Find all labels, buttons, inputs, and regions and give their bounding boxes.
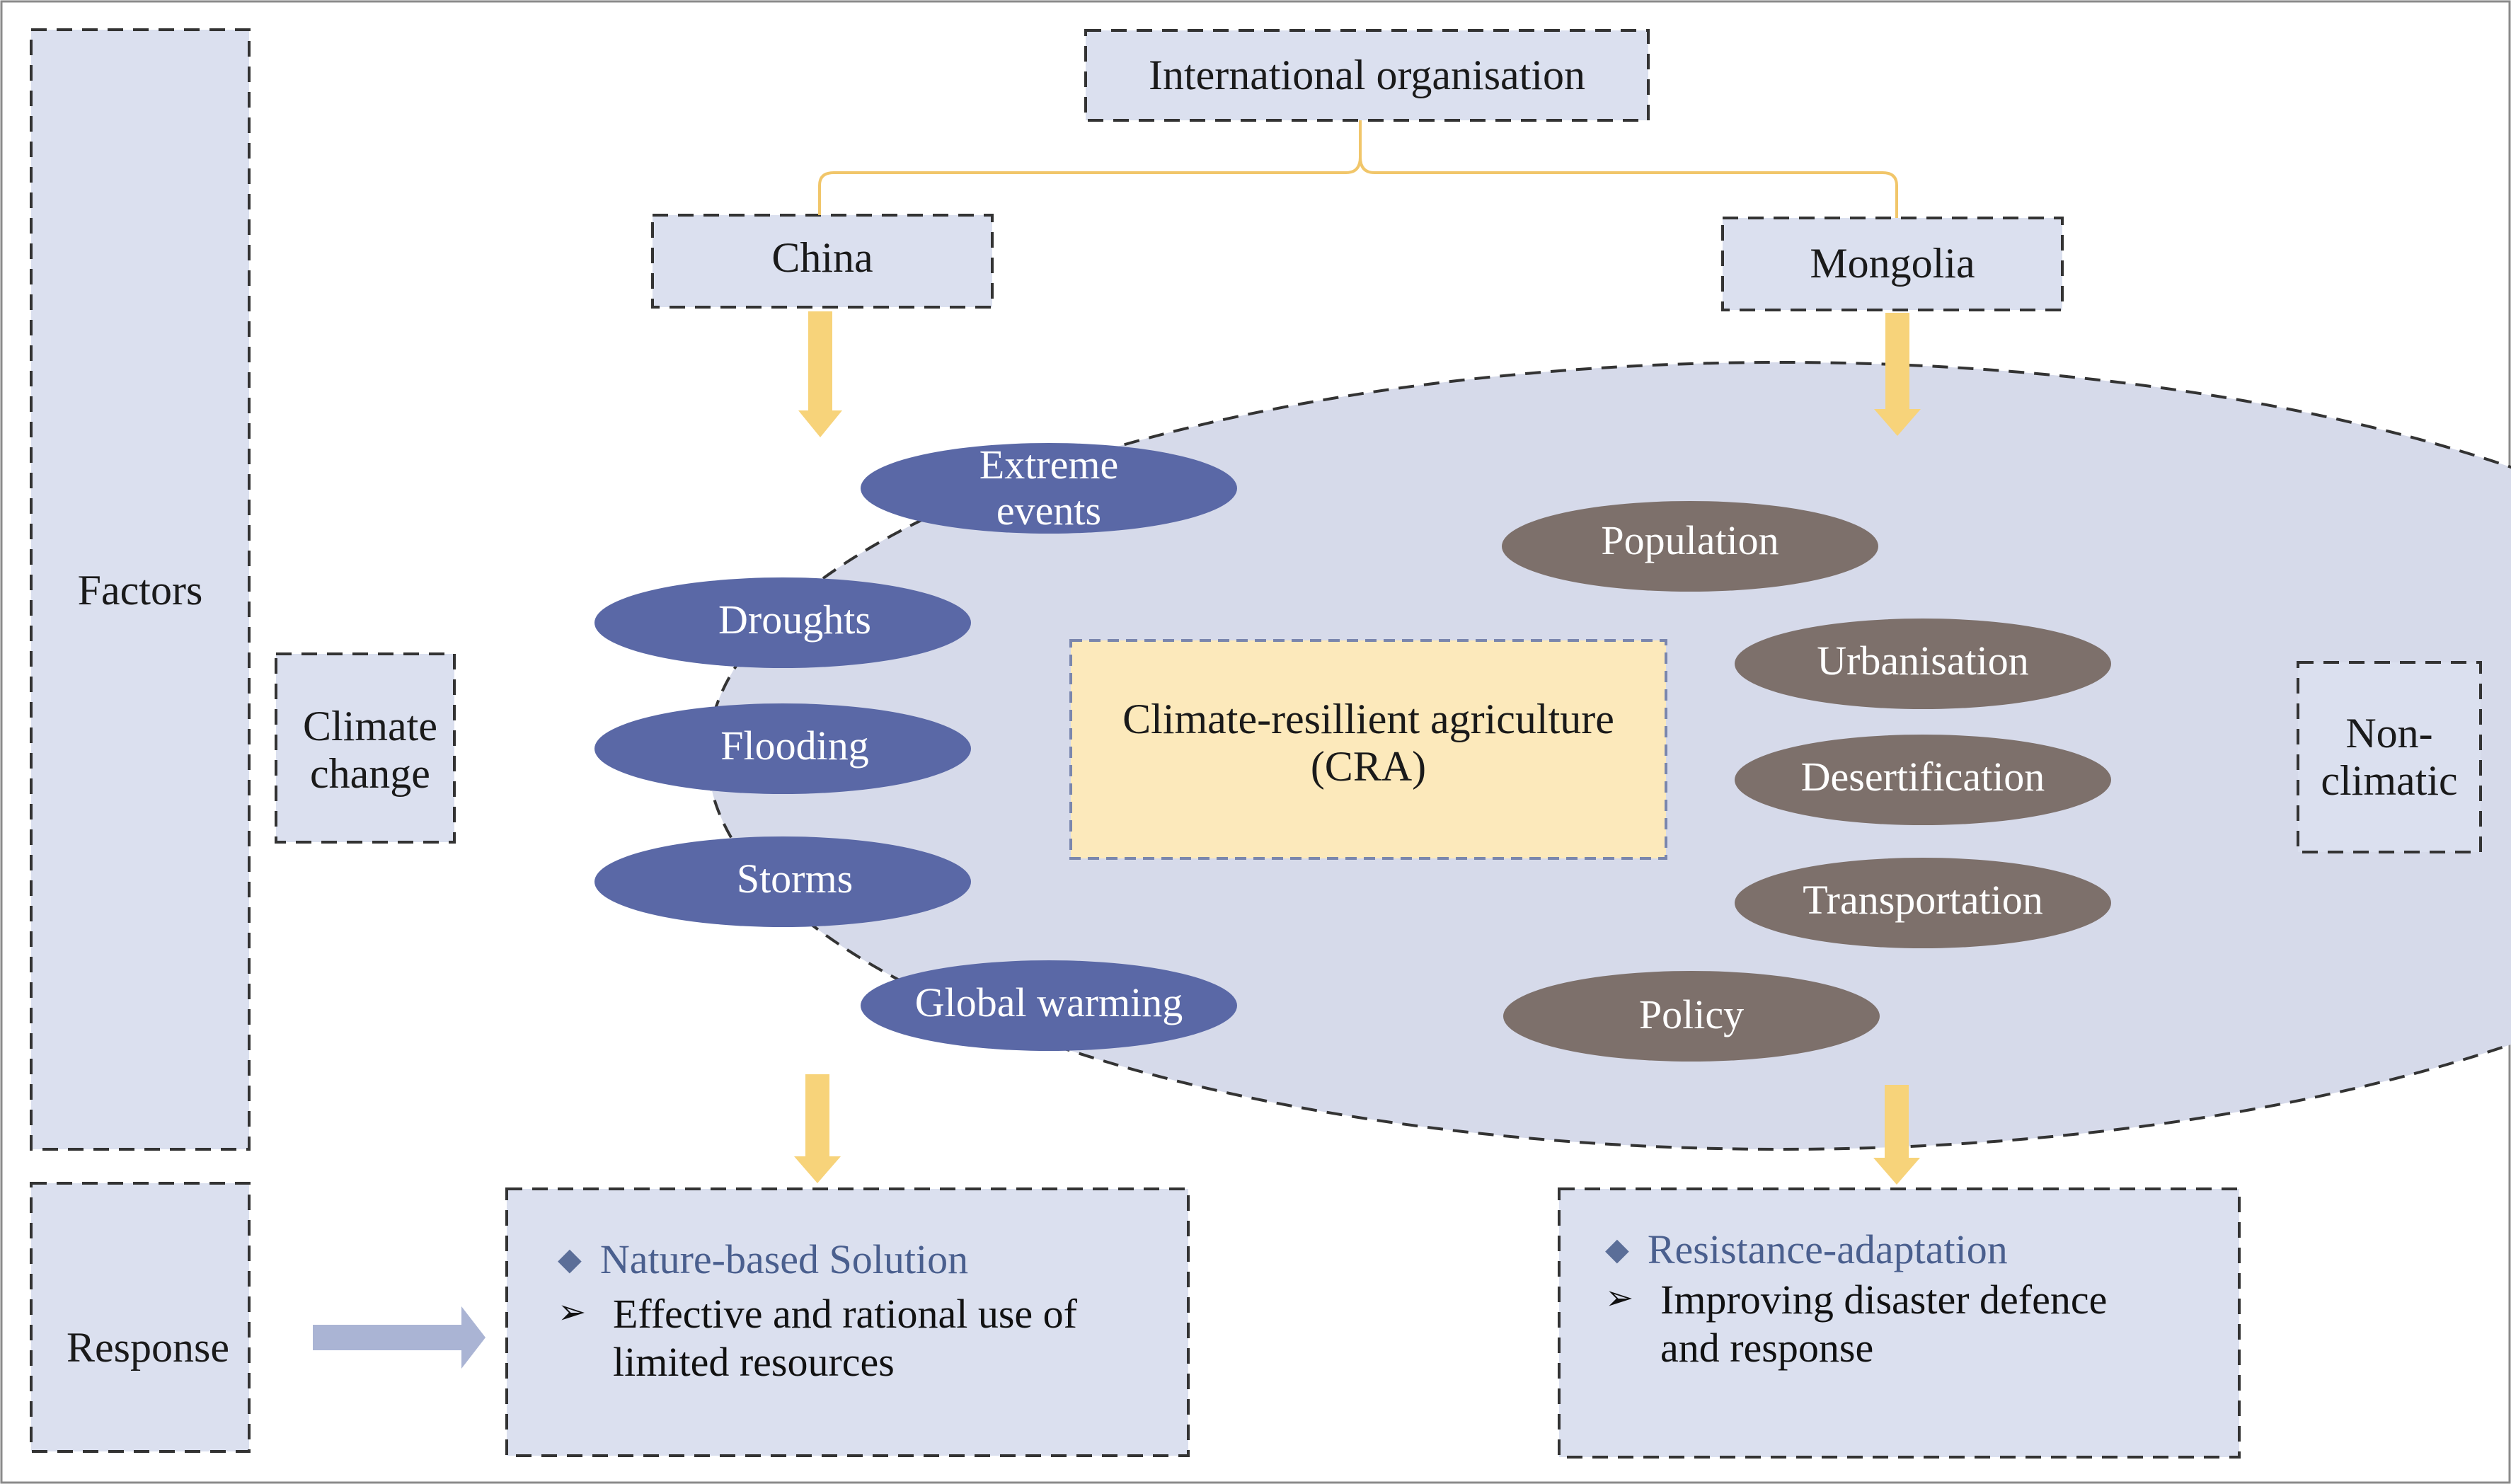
- ellipse-flooding: [594, 703, 971, 794]
- transportation-label: Transportation: [1803, 876, 2043, 923]
- ellipse-population: [1502, 501, 1878, 592]
- response-arrow: [313, 1306, 485, 1369]
- arrowhead-bullet-icon: ➢: [1605, 1279, 1634, 1318]
- ellipse-global-warming: [861, 960, 1237, 1051]
- arrow-mongolia-down: [1874, 313, 1921, 436]
- global-warming-label: Global warming: [914, 979, 1183, 1025]
- cra-box: [1069, 639, 1667, 860]
- ellipse-storms: [594, 836, 971, 927]
- arrow-china-down: [798, 311, 842, 437]
- climatic-ellipses: [594, 443, 1237, 1051]
- response-label: Response: [67, 1324, 229, 1371]
- resistance-adaptation-bullet: ➢ Improving disaster defence and respons…: [1605, 1277, 2108, 1371]
- bracket-connector: [818, 120, 1898, 218]
- response-box: [30, 1182, 251, 1453]
- ellipse-droughts: [594, 577, 971, 668]
- ellipse-extreme-events: [861, 443, 1237, 534]
- population-label: Population: [1601, 517, 1779, 563]
- droughts-label: Droughts: [718, 596, 871, 643]
- ellipse-desertification: [1735, 735, 2111, 825]
- non-climatic-label: Non- climatic: [2321, 709, 2458, 804]
- diamond-icon: ◆: [1605, 1232, 1629, 1267]
- nature-based-heading: ◆ Nature-based Solution: [558, 1236, 969, 1282]
- desertification-label: Desertification: [1800, 753, 2045, 800]
- ellipse-policy: [1503, 971, 1880, 1062]
- storms-label: Storms: [736, 855, 854, 902]
- extreme-events-label: Extreme events: [979, 442, 1119, 534]
- ellipse-urbanisation: [1735, 619, 2111, 709]
- climate-change-box: [275, 652, 456, 844]
- arrowhead-bullet-icon: ➢: [558, 1294, 587, 1332]
- non-climatic-box: [2297, 661, 2482, 853]
- cra-label: Climate-resillient agriculture (CRA): [1122, 695, 1614, 790]
- policy-label: Policy: [1638, 991, 1745, 1037]
- nature-based-bullet: ➢ Effective and rational use of limited …: [558, 1291, 1077, 1385]
- diamond-icon: ◆: [558, 1242, 582, 1277]
- arrow-left-response-down: [794, 1074, 841, 1183]
- nature-based-content: ◆ Nature-based Solution ➢ Effective and …: [558, 1236, 1180, 1386]
- china-label: China: [771, 234, 873, 282]
- resistance-adaptation-content: ◆ Resistance-adaptation ➢ Improving disa…: [1605, 1226, 2228, 1371]
- mongolia-label: Mongolia: [1810, 240, 1975, 287]
- non-climatic-ellipses: [1502, 501, 2111, 1062]
- resistance-adaptation-box: [1558, 1187, 2241, 1459]
- factors-box: [30, 28, 251, 1151]
- international-organisation-label: International organisation: [1148, 51, 1586, 98]
- ellipse-transportation: [1735, 858, 2111, 948]
- urbanisation-label: Urbanisation: [1817, 637, 2029, 684]
- climate-change-label: Climate change: [303, 702, 437, 797]
- mongolia-box: [1721, 217, 2064, 311]
- international-organisation-box: [1084, 29, 1650, 122]
- factors-label: Factors: [77, 567, 203, 614]
- china-box: [651, 214, 994, 309]
- nature-based-box: [505, 1187, 1190, 1457]
- resistance-adaptation-heading: ◆ Resistance-adaptation: [1605, 1226, 2008, 1272]
- flooding-label: Flooding: [720, 722, 869, 769]
- down-arrows: [794, 311, 1921, 1185]
- arrow-right-response-down: [1873, 1085, 1920, 1185]
